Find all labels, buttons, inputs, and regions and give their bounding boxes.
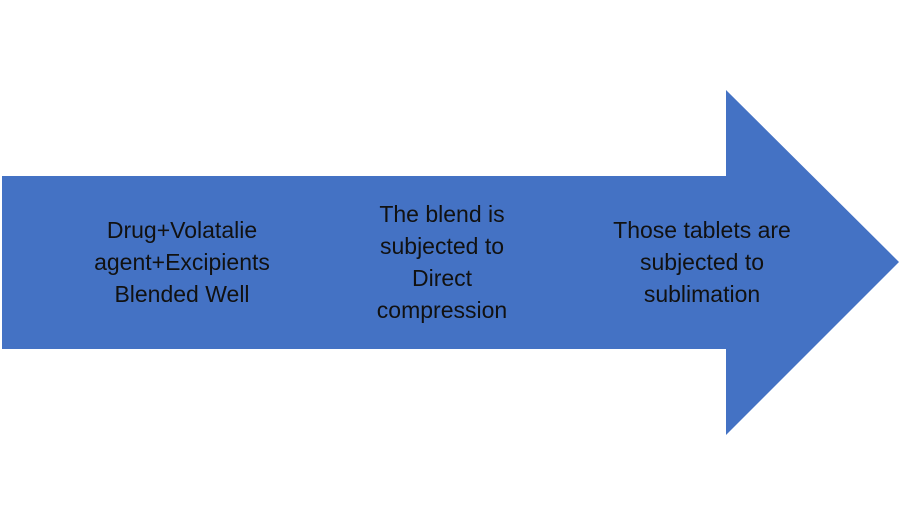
step-2-text: The blend is subjected to Direct compres… [376,201,508,323]
arrow-shape [2,90,899,435]
step-3-text: Those tablets are subjected to sublimati… [613,217,791,307]
step-1-text: Drug+Volatalie agent+Excipients Blended … [94,217,270,307]
